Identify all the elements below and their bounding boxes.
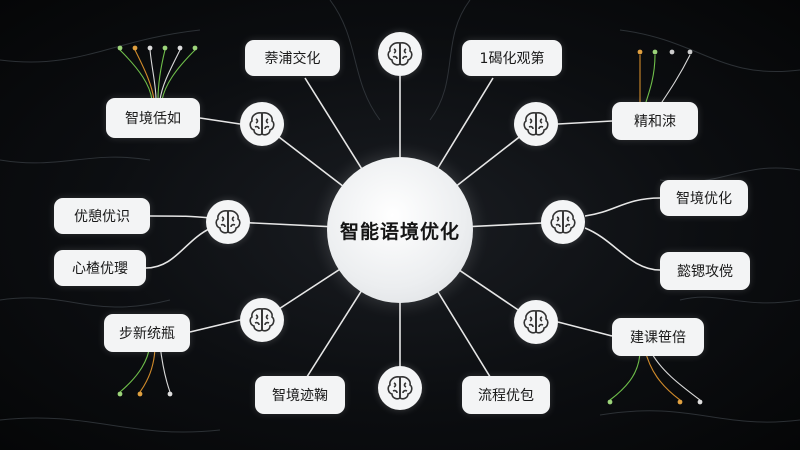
center-label: 智能语境优化	[339, 220, 460, 243]
node-mid-right-b: 懿锶攻傥	[660, 252, 750, 290]
node-label: 智境佸如	[125, 111, 181, 127]
brain-icon	[523, 310, 549, 334]
node-label: 优憩优识	[74, 209, 130, 225]
node-label: 精和洓	[634, 114, 676, 130]
node-label: 1碣化观第	[479, 51, 545, 67]
node-bottom-left: 智境迹鞠	[255, 376, 345, 414]
hub-bottom	[378, 366, 422, 410]
node-upper-right: 精和洓	[612, 102, 698, 140]
node-label: 建课笹倍	[630, 330, 686, 346]
node-label: 步新统瓶	[119, 326, 175, 342]
node-label: 萘浦交化	[264, 51, 321, 67]
brain-icon	[387, 42, 413, 66]
hub-mid-left	[206, 200, 250, 244]
hub-upper-right	[514, 102, 558, 146]
node-top-right: 1碣化观第	[462, 40, 562, 76]
node-label: 心楂优瓔	[72, 261, 128, 277]
node-top-left: 萘浦交化	[245, 40, 340, 76]
node-bottom-right: 流程优包	[462, 376, 550, 414]
brain-icon	[523, 112, 549, 136]
hub-upper-left	[240, 102, 284, 146]
node-mid-right-a: 智境优化	[660, 180, 748, 216]
hub-lower-left	[240, 298, 284, 342]
node-lower-left: 步新统瓶	[104, 314, 190, 352]
brain-icon	[249, 112, 275, 136]
brain-icon	[215, 210, 241, 234]
hub-top	[378, 32, 422, 76]
brain-icon	[249, 308, 275, 332]
node-upper-left: 智境佸如	[106, 98, 200, 138]
node-label: 懿锶攻傥	[677, 264, 733, 280]
node-label: 智境优化	[676, 191, 732, 207]
node-mid-left-a: 优憩优识	[54, 198, 150, 234]
node-label: 智境迹鞠	[272, 388, 328, 404]
brain-icon	[550, 210, 576, 234]
node-label: 流程优包	[478, 388, 534, 404]
brain-icon	[387, 376, 413, 400]
node-mid-left-b: 心楂优瓔	[54, 250, 146, 286]
center-node: 智能语境优化	[327, 157, 473, 303]
node-lower-right: 建课笹倍	[612, 318, 704, 356]
hub-lower-right	[514, 300, 558, 344]
hub-mid-right	[541, 200, 585, 244]
